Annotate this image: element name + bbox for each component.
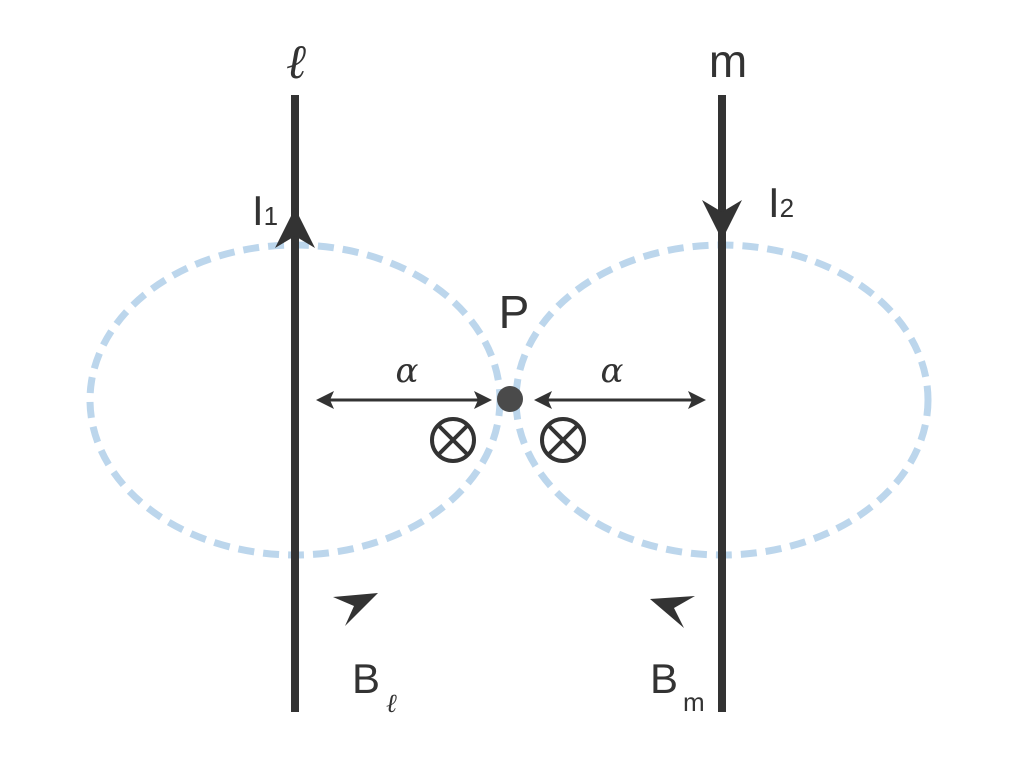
distance-label-right: α: [601, 351, 624, 391]
distance-arrow-left: [316, 391, 492, 409]
field-label-right: B: [650, 655, 678, 702]
current-arrow-up-icon: [275, 208, 315, 248]
current-label-right: I2: [768, 179, 794, 226]
into-page-icon-right: [540, 417, 586, 463]
into-page-icon-left: [430, 417, 476, 463]
field-label-left-sub: ℓ: [386, 689, 397, 719]
point-label: P: [499, 286, 530, 338]
field-label-right-sub: m: [683, 687, 705, 717]
field-arrow-left-icon: [333, 593, 378, 626]
field-arrow-right-icon: [650, 596, 695, 628]
current-label-left: I1: [252, 187, 278, 234]
point-p: [497, 386, 523, 412]
current-arrow-down-icon: [702, 200, 742, 240]
distance-label-left: α: [396, 351, 419, 391]
wire-left-name: ℓ: [286, 34, 306, 90]
field-label-left: B: [352, 655, 380, 702]
wire-right-name: m: [709, 35, 747, 87]
distance-arrow-right: [534, 391, 706, 409]
